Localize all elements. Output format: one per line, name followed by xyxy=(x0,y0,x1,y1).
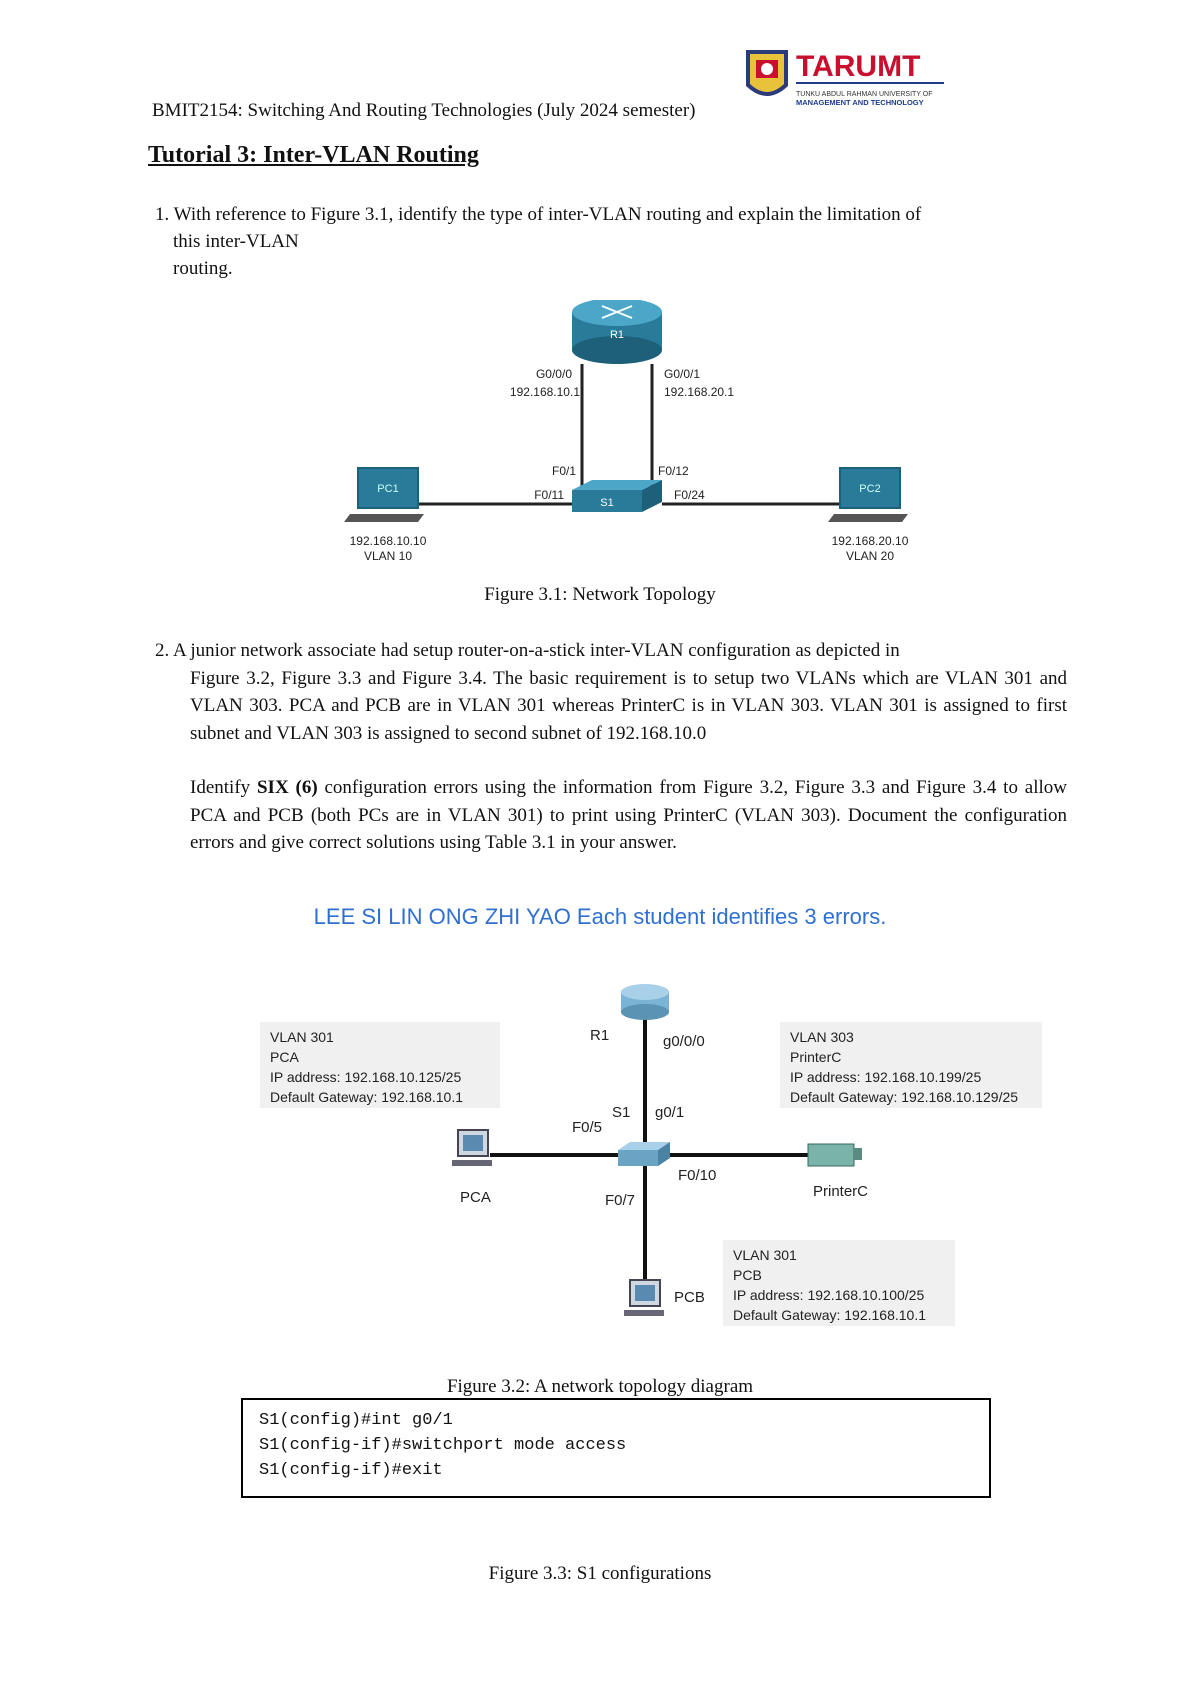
fig31-pc2-ip: 192.168.20.10 xyxy=(832,534,909,548)
fig31-f012: F0/12 xyxy=(658,464,689,478)
box-pca-line3: IP address: 192.168.10.125/25 xyxy=(270,1069,461,1085)
fig32-f07-label: F0/7 xyxy=(605,1192,635,1209)
logo-text: TARUMT xyxy=(796,50,920,83)
fig31-pc2-label: PC2 xyxy=(859,483,880,495)
code-line-1: S1(config)#int g0/1 xyxy=(259,1411,453,1430)
fig32-pcb-label: PCB xyxy=(674,1289,705,1306)
fig32-f05-label: F0/5 xyxy=(572,1119,602,1136)
figure-3-2-caption: Figure 3.2: A network topology diagram xyxy=(446,1376,754,1397)
code-line-2: S1(config-if)#switchport mode access xyxy=(259,1436,627,1455)
fig31-ip-g000: 192.168.10.1 xyxy=(510,385,580,399)
q1-line3: routing. xyxy=(173,258,233,279)
fig31-pc1-ip: 192.168.10.10 xyxy=(350,534,427,548)
router-r1-icon xyxy=(621,984,669,1020)
box-pcb-line2: PCB xyxy=(733,1267,762,1283)
q1-line2: this inter-VLAN xyxy=(173,231,299,252)
switch-s1-icon xyxy=(618,1142,670,1166)
logo-subtext: MANAGEMENT AND TECHNOLOGY xyxy=(796,98,924,107)
fig32-printer-label: PrinterC xyxy=(813,1183,868,1200)
box-pcb-line3: IP address: 192.168.10.100/25 xyxy=(733,1287,924,1303)
pcb-computer-icon xyxy=(624,1279,664,1316)
fig31-pc2-vlan: VLAN 20 xyxy=(846,549,894,563)
router-r1-icon: R1 xyxy=(572,300,662,364)
fig31-if-g001: G0/0/1 xyxy=(664,367,700,381)
fig31-switch-label: S1 xyxy=(600,497,613,509)
fig31-f024: F0/24 xyxy=(674,488,705,502)
box-pca-line1: VLAN 301 xyxy=(270,1029,334,1045)
figure-3-3-caption: Figure 3.3: S1 configurations xyxy=(488,1563,712,1584)
fig32-g000-label: g0/0/0 xyxy=(663,1033,705,1050)
university-logo: TARUMT TUNKU ABDUL RAHMAN UNIVERSITY OF … xyxy=(746,50,944,107)
printer-icon xyxy=(807,1143,862,1167)
q2-para1-rest: Figure 3.2, Figure 3.3 and Figure 3.4. T… xyxy=(190,667,1067,744)
q2-para2: Identify SIX (6) configuration errors us… xyxy=(190,777,1067,853)
box-printer-line2: PrinterC xyxy=(790,1049,841,1065)
page-title: Tutorial 3: Inter-VLAN Routing xyxy=(148,142,479,168)
fig32-s1-label: S1 xyxy=(612,1104,630,1121)
q1-number: 1. xyxy=(155,204,170,225)
fig31-f011: F0/11 xyxy=(534,488,564,502)
fig31-pc1-vlan: VLAN 10 xyxy=(364,549,412,563)
figure-3-1-topology: R1 G0/0/0 192.168.10.1 G0/0/1 192.168.20… xyxy=(344,300,909,563)
pc1-icon: PC1 xyxy=(344,467,424,522)
svg-text:TUNKU ABDUL RAHMAN UNIVERSITY: TUNKU ABDUL RAHMAN UNIVERSITY OF xyxy=(796,91,933,98)
box-printer-line3: IP address: 192.168.10.199/25 xyxy=(790,1069,981,1085)
fig32-pca-label: PCA xyxy=(460,1189,491,1206)
box-pcb-line4: Default Gateway: 192.168.10.1 xyxy=(733,1307,926,1323)
box-printer-line4: Default Gateway: 192.168.10.129/25 xyxy=(790,1089,1018,1105)
question-2: 2. A junior network associate had setup … xyxy=(155,637,1067,857)
students-note: LEE SI LIN ONG ZHI YAO Each student iden… xyxy=(313,904,887,929)
box-pca-line4: Default Gateway: 192.168.10.1 xyxy=(270,1089,463,1105)
switch-s1-icon: S1 xyxy=(572,480,662,512)
q2-number: 2. xyxy=(155,640,170,661)
fig32-g01-label: g0/1 xyxy=(655,1104,684,1121)
figure-3-2-topology: VLAN 301 PCA IP address: 192.168.10.125/… xyxy=(260,984,1042,1326)
q2-para1-line1: A junior network associate had setup rou… xyxy=(172,640,900,661)
code-line-3: S1(config-if)#exit xyxy=(259,1461,443,1480)
course-header: BMIT2154: Switching And Routing Technolo… xyxy=(152,100,696,121)
fig32-r1-label: R1 xyxy=(590,1027,609,1044)
pc2-icon: PC2 xyxy=(828,467,908,522)
fig31-if-g000: G0/0/0 xyxy=(536,367,572,381)
fig31-pc1-label: PC1 xyxy=(377,483,398,495)
fig31-f01: F0/1 xyxy=(552,464,576,478)
q2-six-bold: SIX (6) xyxy=(256,777,318,798)
q1-line1: With reference to Figure 3.1, identify t… xyxy=(173,204,922,225)
fig31-ip-g001: 192.168.20.1 xyxy=(664,385,734,399)
box-pcb-line1: VLAN 301 xyxy=(733,1247,797,1263)
box-pca-line2: PCA xyxy=(270,1049,299,1065)
figure-3-1-caption: Figure 3.1: Network Topology xyxy=(484,584,716,605)
fig31-router-label: R1 xyxy=(610,329,624,341)
question-1: 1. With reference to Figure 3.1, identif… xyxy=(155,201,1065,282)
pca-computer-icon xyxy=(452,1129,492,1166)
fig32-f010-label: F0/10 xyxy=(678,1167,716,1184)
s1-config-code-box: S1(config)#int g0/1 S1(config-if)#switch… xyxy=(241,1398,991,1498)
box-printer-line1: VLAN 303 xyxy=(790,1029,854,1045)
